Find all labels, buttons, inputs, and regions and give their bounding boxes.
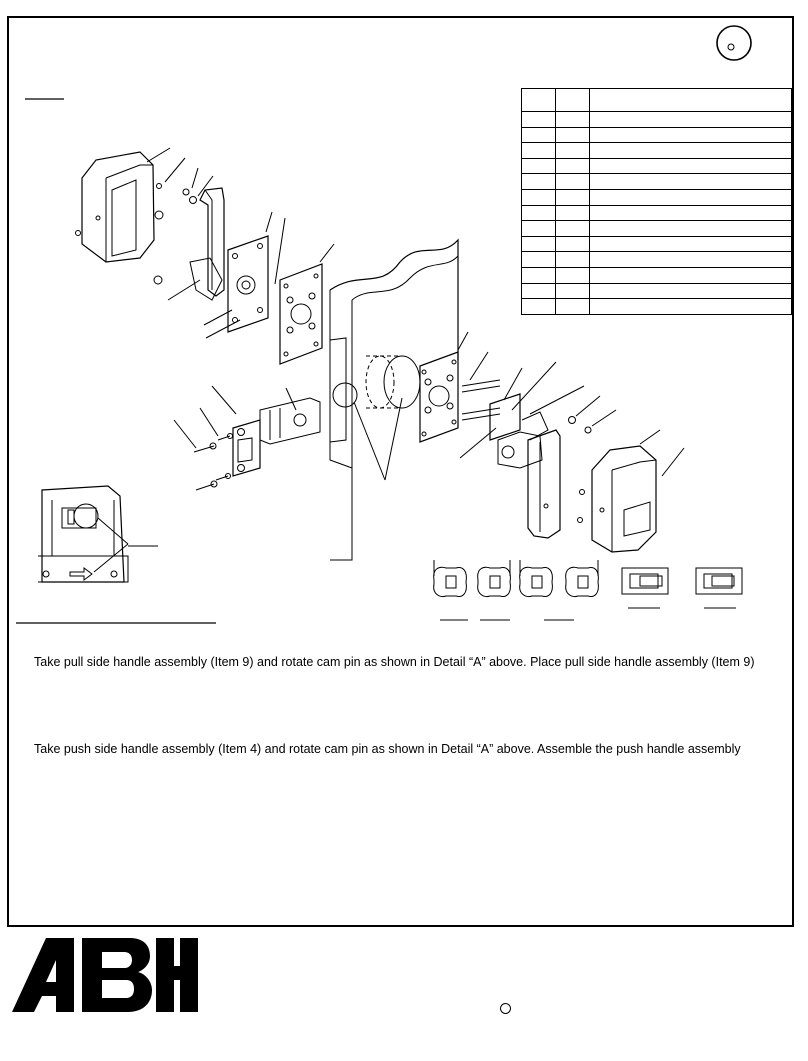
abh-logo	[12, 938, 198, 1017]
parts-table-cell	[589, 142, 792, 159]
parts-table-cell	[589, 266, 792, 284]
page-frame	[7, 16, 794, 927]
parts-table-row	[521, 126, 792, 144]
parts-table-row	[521, 173, 792, 190]
pull-handle	[199, 187, 225, 297]
parts-table-cell	[555, 220, 590, 237]
parts-table-cell	[521, 204, 556, 222]
parts-table-cell	[589, 204, 792, 222]
push-mounting-plate	[419, 331, 469, 443]
footer-marker-icon	[500, 1003, 511, 1014]
parts-table-cell	[521, 235, 556, 253]
handing-diagrams	[433, 560, 743, 621]
parts-table-row	[521, 188, 792, 206]
parts-table-cell	[555, 298, 590, 315]
abh-logo-mark	[12, 938, 198, 1012]
parts-table-row	[521, 298, 792, 315]
parts-table-cell	[555, 251, 590, 268]
parts-table-cell	[555, 266, 590, 284]
pull-chassis-plate	[167, 211, 286, 339]
parts-table-cell	[589, 173, 792, 190]
parts-table-cell	[521, 111, 556, 128]
parts-table-cell	[589, 126, 792, 144]
sheet-marker-icon	[716, 25, 752, 61]
parts-table-cell	[555, 188, 590, 206]
parts-table-cell	[589, 188, 792, 206]
parts-table-cell	[589, 298, 792, 315]
parts-table-cell	[521, 188, 556, 206]
parts-table-row	[521, 157, 792, 175]
parts-table-cell	[521, 157, 556, 175]
pull-cover-housing	[81, 151, 155, 263]
parts-table-cell	[521, 88, 556, 112]
parts-table-row	[521, 251, 792, 268]
parts-table-cell	[555, 88, 590, 112]
parts-table-cell	[555, 111, 590, 128]
screws-left	[75, 147, 214, 285]
parts-table-cell	[589, 157, 792, 175]
parts-table-cell	[521, 266, 556, 284]
parts-table-cell	[589, 282, 792, 300]
push-chassis	[459, 351, 585, 469]
parts-table-row	[521, 266, 792, 284]
parts-table-cell	[589, 220, 792, 237]
parts-table-cell	[555, 142, 590, 159]
parts-table-row	[521, 282, 792, 300]
parts-table-row	[521, 111, 792, 128]
parts-table-row	[521, 88, 792, 112]
parts-table-cell	[521, 126, 556, 144]
instruction-step-pull: Take pull side handle assembly (Item 9) …	[34, 655, 755, 669]
parts-table-cell	[589, 251, 792, 268]
parts-table-cell	[555, 235, 590, 253]
parts-table-cell	[521, 251, 556, 268]
screws-right	[568, 395, 617, 523]
parts-table-cell	[589, 88, 792, 112]
parts-table-cell	[555, 173, 590, 190]
instruction-step-push: Take push side handle assembly (Item 4) …	[34, 742, 741, 756]
parts-table-row	[521, 204, 792, 222]
parts-table-cell	[521, 282, 556, 300]
latch-bolt	[211, 385, 321, 477]
push-handle	[527, 429, 561, 539]
parts-table-cell	[521, 220, 556, 237]
parts-table-row	[521, 142, 792, 159]
parts-table-cell	[589, 111, 792, 128]
detail-a-view	[38, 485, 158, 583]
parts-table-cell	[589, 235, 792, 253]
parts-table-cell	[521, 173, 556, 190]
parts-table-cell	[521, 142, 556, 159]
parts-table-cell	[555, 282, 590, 300]
door-section	[329, 238, 459, 561]
parts-table-cell	[555, 126, 590, 144]
parts-table-cell	[555, 204, 590, 222]
pull-mounting-plate	[279, 243, 335, 365]
latch-screws	[173, 407, 233, 491]
parts-table-row	[521, 220, 792, 237]
parts-table-cell	[555, 157, 590, 175]
parts-table-cell	[521, 298, 556, 315]
parts-table-row	[521, 235, 792, 253]
push-cover-housing	[591, 429, 685, 553]
parts-list-table	[521, 88, 792, 315]
